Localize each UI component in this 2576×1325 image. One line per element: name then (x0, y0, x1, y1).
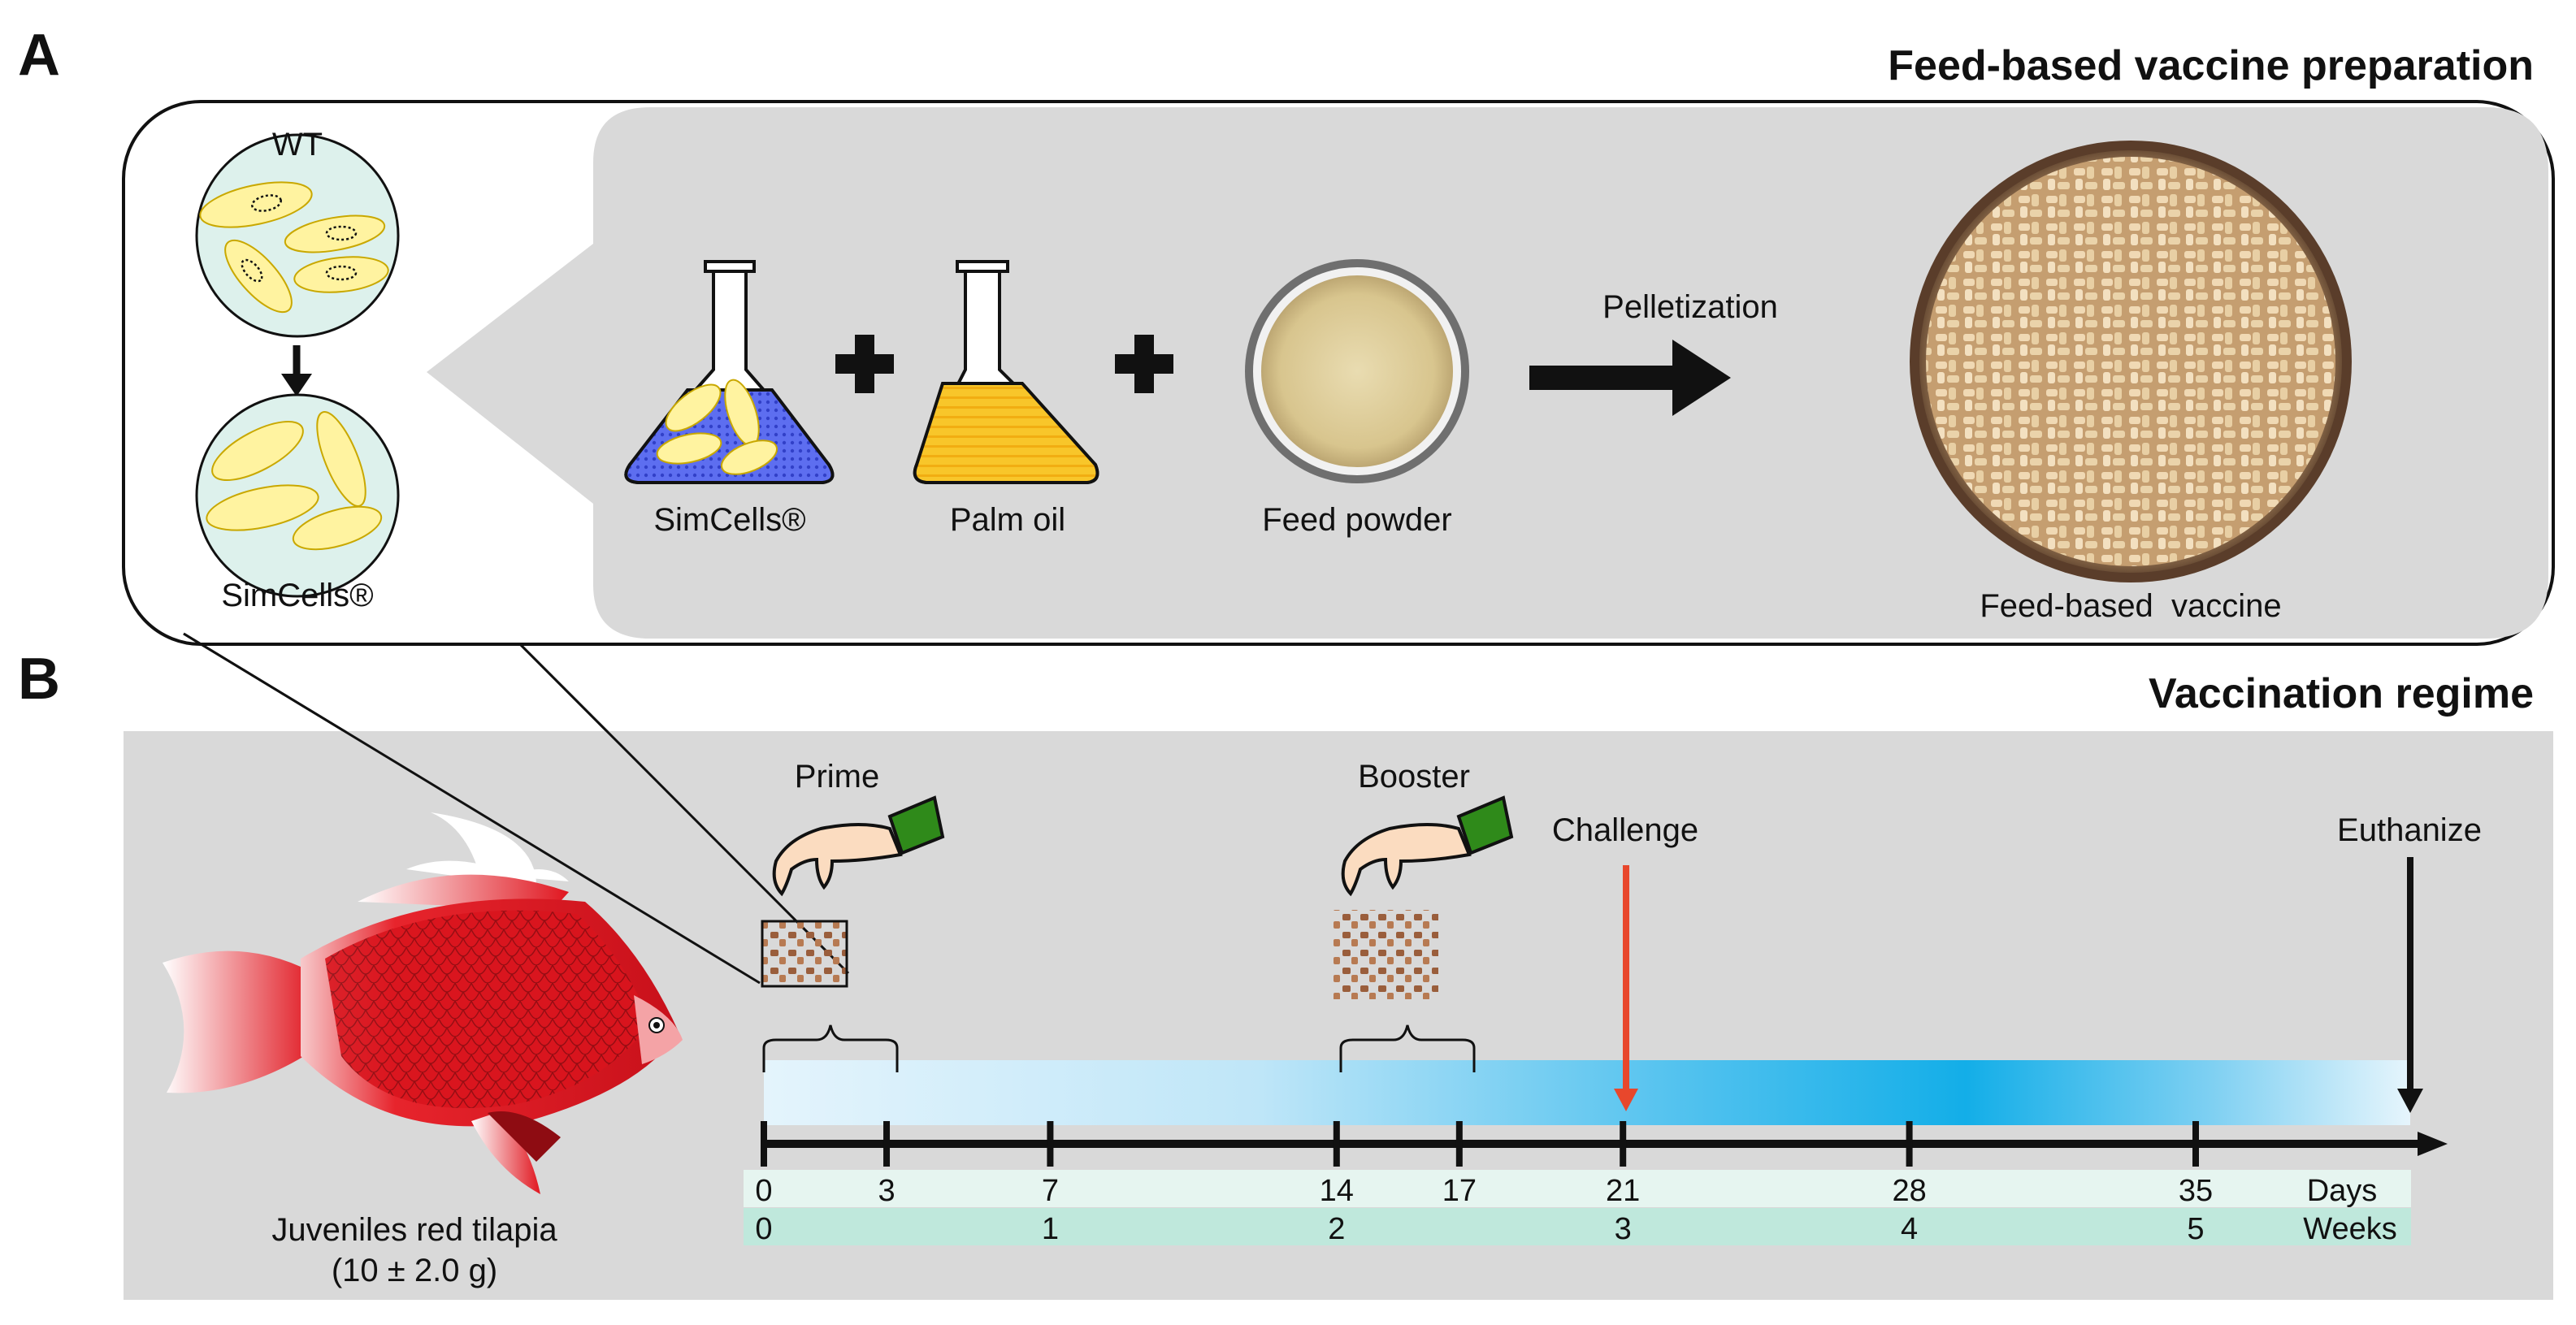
simcells-flask (624, 260, 835, 484)
vaccine-dish (1910, 141, 2352, 582)
euthanize-arrow (2397, 857, 2423, 1113)
simcells-dish (195, 393, 400, 598)
timeline-arrowhead (2418, 1132, 2448, 1156)
booster-hand-icon (1341, 795, 1514, 897)
day-tick-mark (883, 1121, 891, 1167)
zoom-box (761, 920, 848, 988)
booster-bracket (1339, 1024, 1476, 1072)
panel-b-letter: B (18, 647, 60, 712)
day-tick-mark (761, 1121, 767, 1167)
palm-oil-flask (913, 260, 1099, 484)
prime-label: Prime (794, 759, 880, 795)
weeks-row (744, 1208, 2411, 1245)
week-tick-label: 1 (1041, 1212, 1059, 1246)
week-tick-label: 3 (1614, 1212, 1632, 1246)
weeks-unit-label: Weeks (2303, 1212, 2397, 1246)
week-tick-label: 5 (2187, 1212, 2205, 1246)
week-tick-label: 4 (1901, 1212, 1919, 1246)
prime-hand-icon (772, 795, 945, 897)
wt-label: WT (271, 127, 323, 162)
day-tick-label: 21 (1606, 1174, 1641, 1208)
pelletization-arrow (1529, 340, 1731, 416)
day-tick-mark (2192, 1121, 2199, 1167)
day-tick-label: 0 (755, 1174, 773, 1208)
challenge-label: Challenge (1551, 812, 1699, 848)
days-row (744, 1170, 2411, 1207)
feed-powder-label: Feed powder (1262, 502, 1452, 538)
day-tick-mark (1455, 1121, 1463, 1167)
day-tick-label: 28 (1892, 1174, 1927, 1208)
day-tick-label: 14 (1319, 1174, 1354, 1208)
day-tick-mark (1906, 1121, 1913, 1167)
days-unit-label: Days (2306, 1174, 2378, 1208)
week-tick-label: 0 (755, 1212, 773, 1246)
tilapia-icon (163, 812, 683, 1194)
day-tick-mark (1047, 1121, 1054, 1167)
day-tick-label: 17 (1442, 1174, 1477, 1208)
feed-powder-dish (1245, 259, 1469, 483)
week-tick-label: 2 (1328, 1212, 1346, 1246)
day-tick-label: 35 (2178, 1174, 2214, 1208)
timeline-axis (764, 1140, 2422, 1148)
wt-to-simcells-arrow (281, 345, 312, 396)
day-tick-mark (1333, 1121, 1340, 1167)
booster-feed-chunks (1333, 910, 1438, 999)
fish-label-line1: Juveniles red tilapia (271, 1212, 557, 1248)
palm-oil-label: Palm oil (949, 502, 1066, 538)
wt-dish (195, 133, 400, 338)
plus-icon-1 (835, 335, 894, 393)
fish-label-line2: (10 ± 2.0 g) (331, 1253, 498, 1288)
day-tick-mark (1620, 1121, 1627, 1167)
day-tick-label: 3 (878, 1174, 896, 1208)
feed-based-vaccine-label: Feed-based vaccine (1980, 588, 2282, 624)
prime-bracket (762, 1024, 899, 1072)
challenge-arrow (1614, 865, 1638, 1111)
plus-icon-2 (1115, 335, 1173, 393)
booster-label: Booster (1358, 759, 1470, 795)
euthanize-label: Euthanize (2337, 812, 2482, 848)
panel-b-title: Vaccination regime (2149, 670, 2534, 717)
flask-label: SimCells® (653, 502, 806, 538)
pelletization-label: Pelletization (1602, 289, 1778, 325)
timeline-ticks (761, 1121, 2199, 1167)
simcells-dish-label: SimCells® (221, 578, 374, 613)
prime-feed-chunks (762, 921, 847, 986)
timeline-band (764, 1060, 2410, 1125)
panel-a-letter: A (18, 23, 60, 88)
day-tick-label: 7 (1041, 1174, 1059, 1208)
panel-a-title: Feed-based vaccine preparation (1888, 42, 2534, 89)
